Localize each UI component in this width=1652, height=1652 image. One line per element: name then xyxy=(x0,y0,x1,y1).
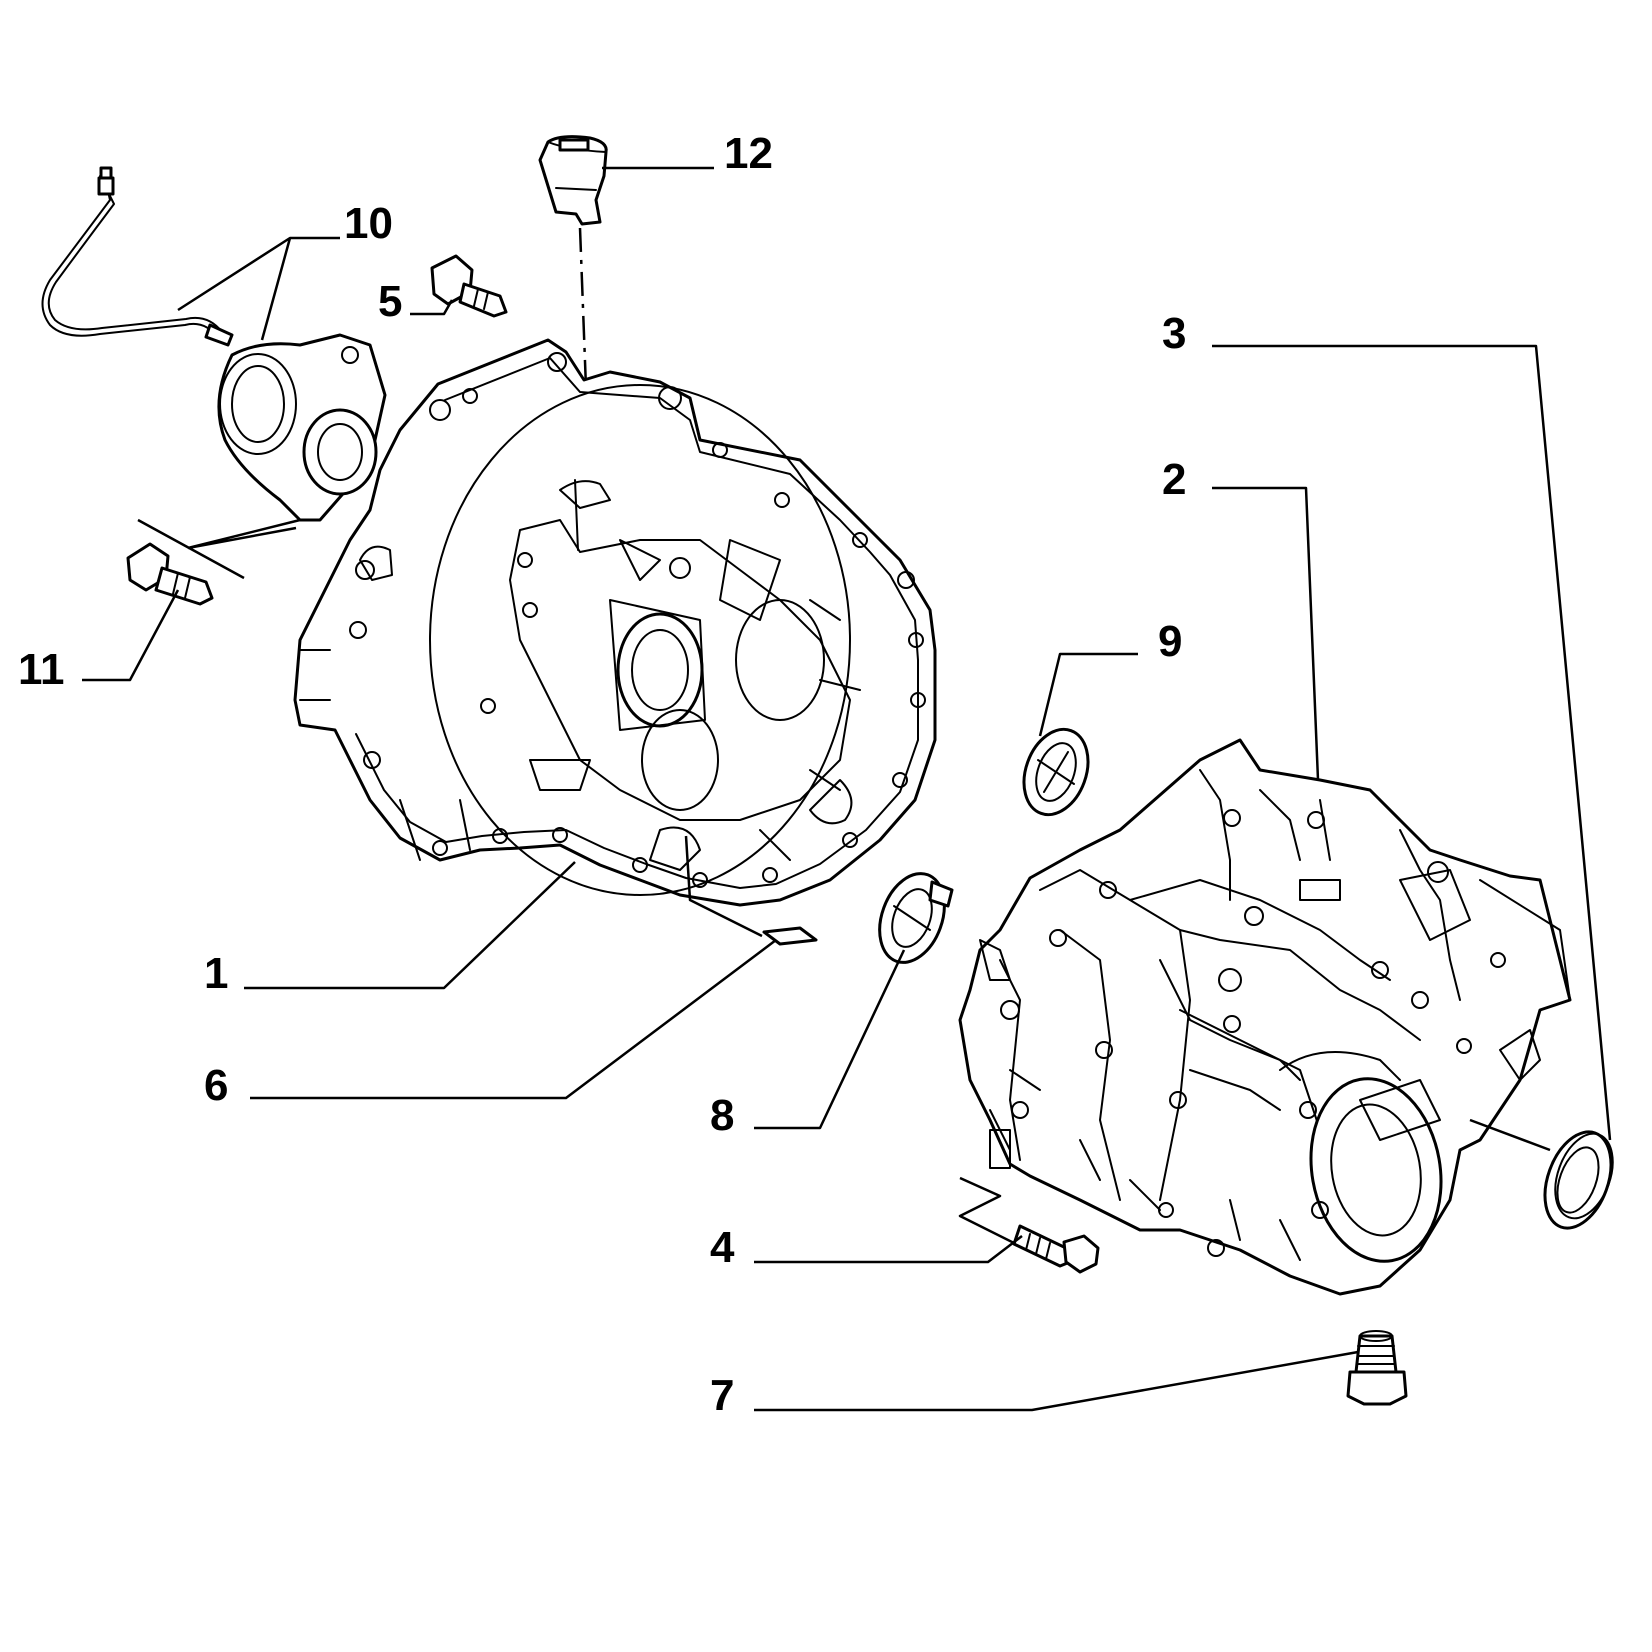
callout-4: 4 xyxy=(710,1223,735,1272)
part-12-breather xyxy=(538,135,608,226)
callout-7: 7 xyxy=(710,1371,734,1420)
leader-lines xyxy=(82,166,1612,1412)
part-7-drain-plug xyxy=(1346,1330,1408,1406)
callout-8: 8 xyxy=(710,1091,734,1140)
part-9-plug xyxy=(1022,727,1090,817)
callout-12: 12 xyxy=(724,129,773,178)
leader-11 xyxy=(82,589,180,682)
part-1-clutch-housing xyxy=(293,338,937,907)
callout-1: 1 xyxy=(204,949,228,998)
leader-8 xyxy=(754,949,906,1130)
callout-5: 5 xyxy=(378,277,402,326)
part-3-oil-seal xyxy=(1469,1118,1614,1230)
callout-3: 3 xyxy=(1162,309,1186,358)
leader-7 xyxy=(754,1350,1359,1412)
callout-11: 11 xyxy=(18,645,65,694)
part-2-gearbox-housing xyxy=(958,738,1572,1296)
leader-9 xyxy=(1038,652,1138,737)
leader-5 xyxy=(410,299,454,316)
guide-line-11-10 xyxy=(137,518,301,580)
leader-3 xyxy=(1212,344,1612,1141)
callout-labels: 1 2 3 4 5 6 7 8 9 10 11 12 xyxy=(18,129,1186,1420)
callout-2: 2 xyxy=(1162,455,1186,504)
part-6-plate xyxy=(684,835,818,946)
leader-10 xyxy=(177,236,340,341)
leader-2 xyxy=(1212,486,1320,781)
part-10-release-bearing xyxy=(41,166,387,522)
callout-10: 10 xyxy=(344,199,393,248)
part-5-bolt xyxy=(430,254,508,318)
part-4-bolt xyxy=(958,1176,1100,1274)
part-11-bolt xyxy=(126,542,214,606)
leader-4 xyxy=(754,1235,1023,1264)
callout-6: 6 xyxy=(204,1061,228,1110)
callout-9: 9 xyxy=(1158,617,1182,666)
leader-6 xyxy=(250,939,777,1100)
leader-1 xyxy=(244,861,576,990)
part-8-plug xyxy=(878,872,954,964)
